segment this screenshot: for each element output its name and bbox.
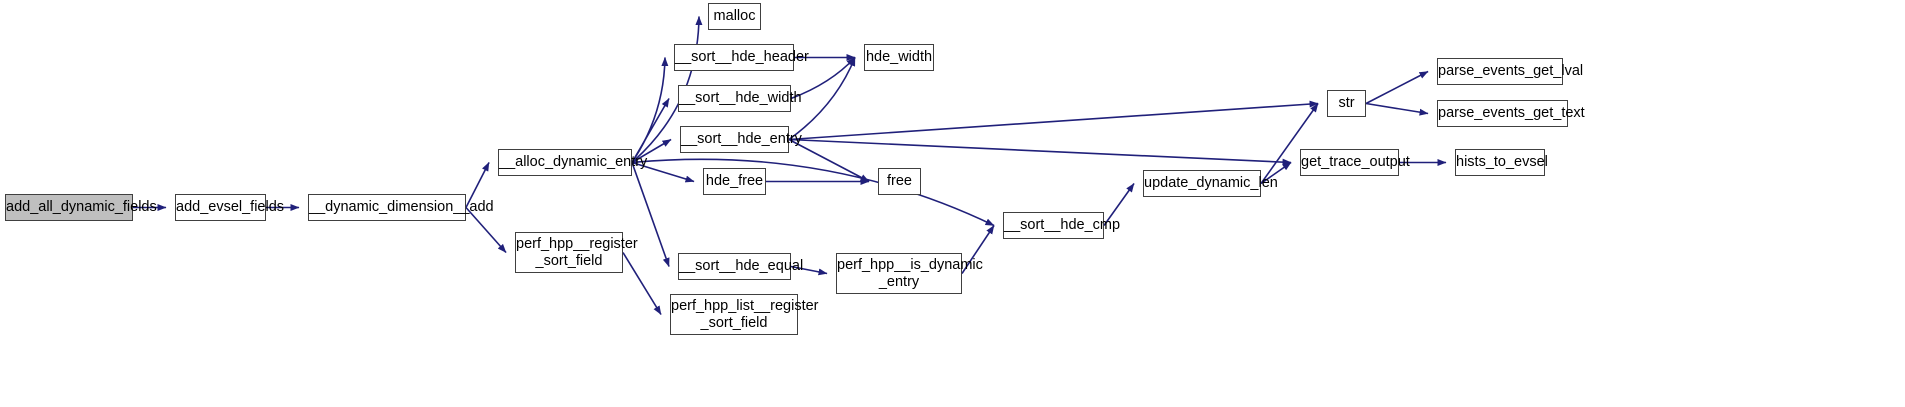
graph-node-label: __sort__hde_entry	[681, 131, 802, 148]
graph-edge-__alloc_dynamic_entry-to-__sort__hde_width	[631, 98, 670, 163]
graph-node-__alloc_dynamic_entry[interactable]: __alloc_dynamic_entry	[498, 149, 648, 176]
graph-node-label: get_trace_output	[1301, 154, 1410, 171]
graph-node-perf_hpp_list__register_sort_field[interactable]: perf_hpp_list__register _sort_field	[670, 294, 819, 335]
graph-node-perf_hpp__register_sort_field[interactable]: perf_hpp__register _sort_field	[515, 232, 638, 273]
graph-node-add_evsel_fields[interactable]: add_evsel_fields	[175, 194, 285, 221]
graph-node-label: perf_hpp__register _sort_field	[516, 236, 638, 269]
graph-edge-__alloc_dynamic_entry-to-__sort__hde_header	[631, 57, 669, 163]
graph-node-hde_width[interactable]: hde_width	[864, 44, 934, 71]
graph-node-label: hde_width	[865, 49, 933, 66]
graph-node-str[interactable]: str	[1327, 90, 1366, 117]
graph-node-label: __alloc_dynamic_entry	[499, 154, 648, 171]
graph-node-parse_events_get_text[interactable]: parse_events_get_text	[1437, 100, 1585, 127]
graph-node-__sort__hde_header[interactable]: __sort__hde_header	[674, 44, 809, 71]
graph-node-label: str	[1338, 95, 1355, 112]
graph-node-hists_to_evsel[interactable]: hists_to_evsel	[1455, 149, 1548, 176]
graph-node-add_all_dynamic_fields[interactable]: add_all_dynamic_fields	[5, 194, 157, 221]
graph-node-perf_hpp__is_dynamic_entry[interactable]: perf_hpp__is_dynamic _entry	[836, 253, 983, 294]
graph-edge-__alloc_dynamic_entry-to-__sort__hde_cmp	[631, 158, 995, 227]
graph-node-parse_events_get_lval[interactable]: parse_events_get_lval	[1437, 58, 1584, 85]
graph-edge-__sort__hde_entry-to-str	[788, 100, 1319, 141]
graph-node-malloc[interactable]: malloc	[708, 3, 761, 30]
graph-node-label: __sort__hde_cmp	[1004, 217, 1121, 234]
graph-node-label: free	[887, 173, 912, 190]
graph-node-label: malloc	[713, 8, 756, 25]
graph-node-label: add_evsel_fields	[176, 199, 285, 216]
graph-node-label: __sort__hde_width	[679, 90, 802, 107]
graph-node-hde_free[interactable]: hde_free	[703, 168, 766, 195]
graph-node-update_dynamic_len[interactable]: update_dynamic_len	[1143, 170, 1278, 197]
graph-node-__dynamic_dimension__add[interactable]: __dynamic_dimension__add	[308, 194, 494, 221]
graph-edge-__sort__hde_entry-to-get_trace_output	[788, 138, 1292, 166]
graph-node-get_trace_output[interactable]: get_trace_output	[1300, 149, 1410, 176]
graph-edge-str-to-parse_events_get_text	[1365, 102, 1429, 116]
graph-node-__sort__hde_cmp[interactable]: __sort__hde_cmp	[1003, 212, 1121, 239]
graph-node-__sort__hde_entry[interactable]: __sort__hde_entry	[680, 126, 802, 153]
graph-node-label: hists_to_evsel	[1456, 154, 1548, 171]
graph-node-label: add_all_dynamic_fields	[6, 199, 157, 216]
graph-node-label: perf_hpp_list__register _sort_field	[671, 298, 819, 331]
graph-node-label: update_dynamic_len	[1144, 175, 1278, 192]
graph-node-label: hde_free	[705, 173, 764, 190]
graph-node-label: __sort__hde_header	[675, 49, 809, 66]
graph-node-label: parse_events_get_text	[1438, 105, 1585, 122]
graph-node-__sort__hde_width[interactable]: __sort__hde_width	[678, 85, 802, 112]
graph-node-label: __dynamic_dimension__add	[309, 199, 494, 216]
graph-node-__sort__hde_equal[interactable]: __sort__hde_equal	[678, 253, 804, 280]
graph-edge-str-to-parse_events_get_lval	[1365, 70, 1429, 105]
graph-node-label: perf_hpp__is_dynamic _entry	[837, 257, 983, 290]
graph-node-free[interactable]: free	[878, 168, 921, 195]
graph-node-label: parse_events_get_lval	[1438, 63, 1584, 80]
graph-edge-perf_hpp__register_sort_field-to-perf_hpp_list__register_sort_field	[622, 252, 662, 315]
graph-node-label: __sort__hde_equal	[679, 258, 804, 275]
